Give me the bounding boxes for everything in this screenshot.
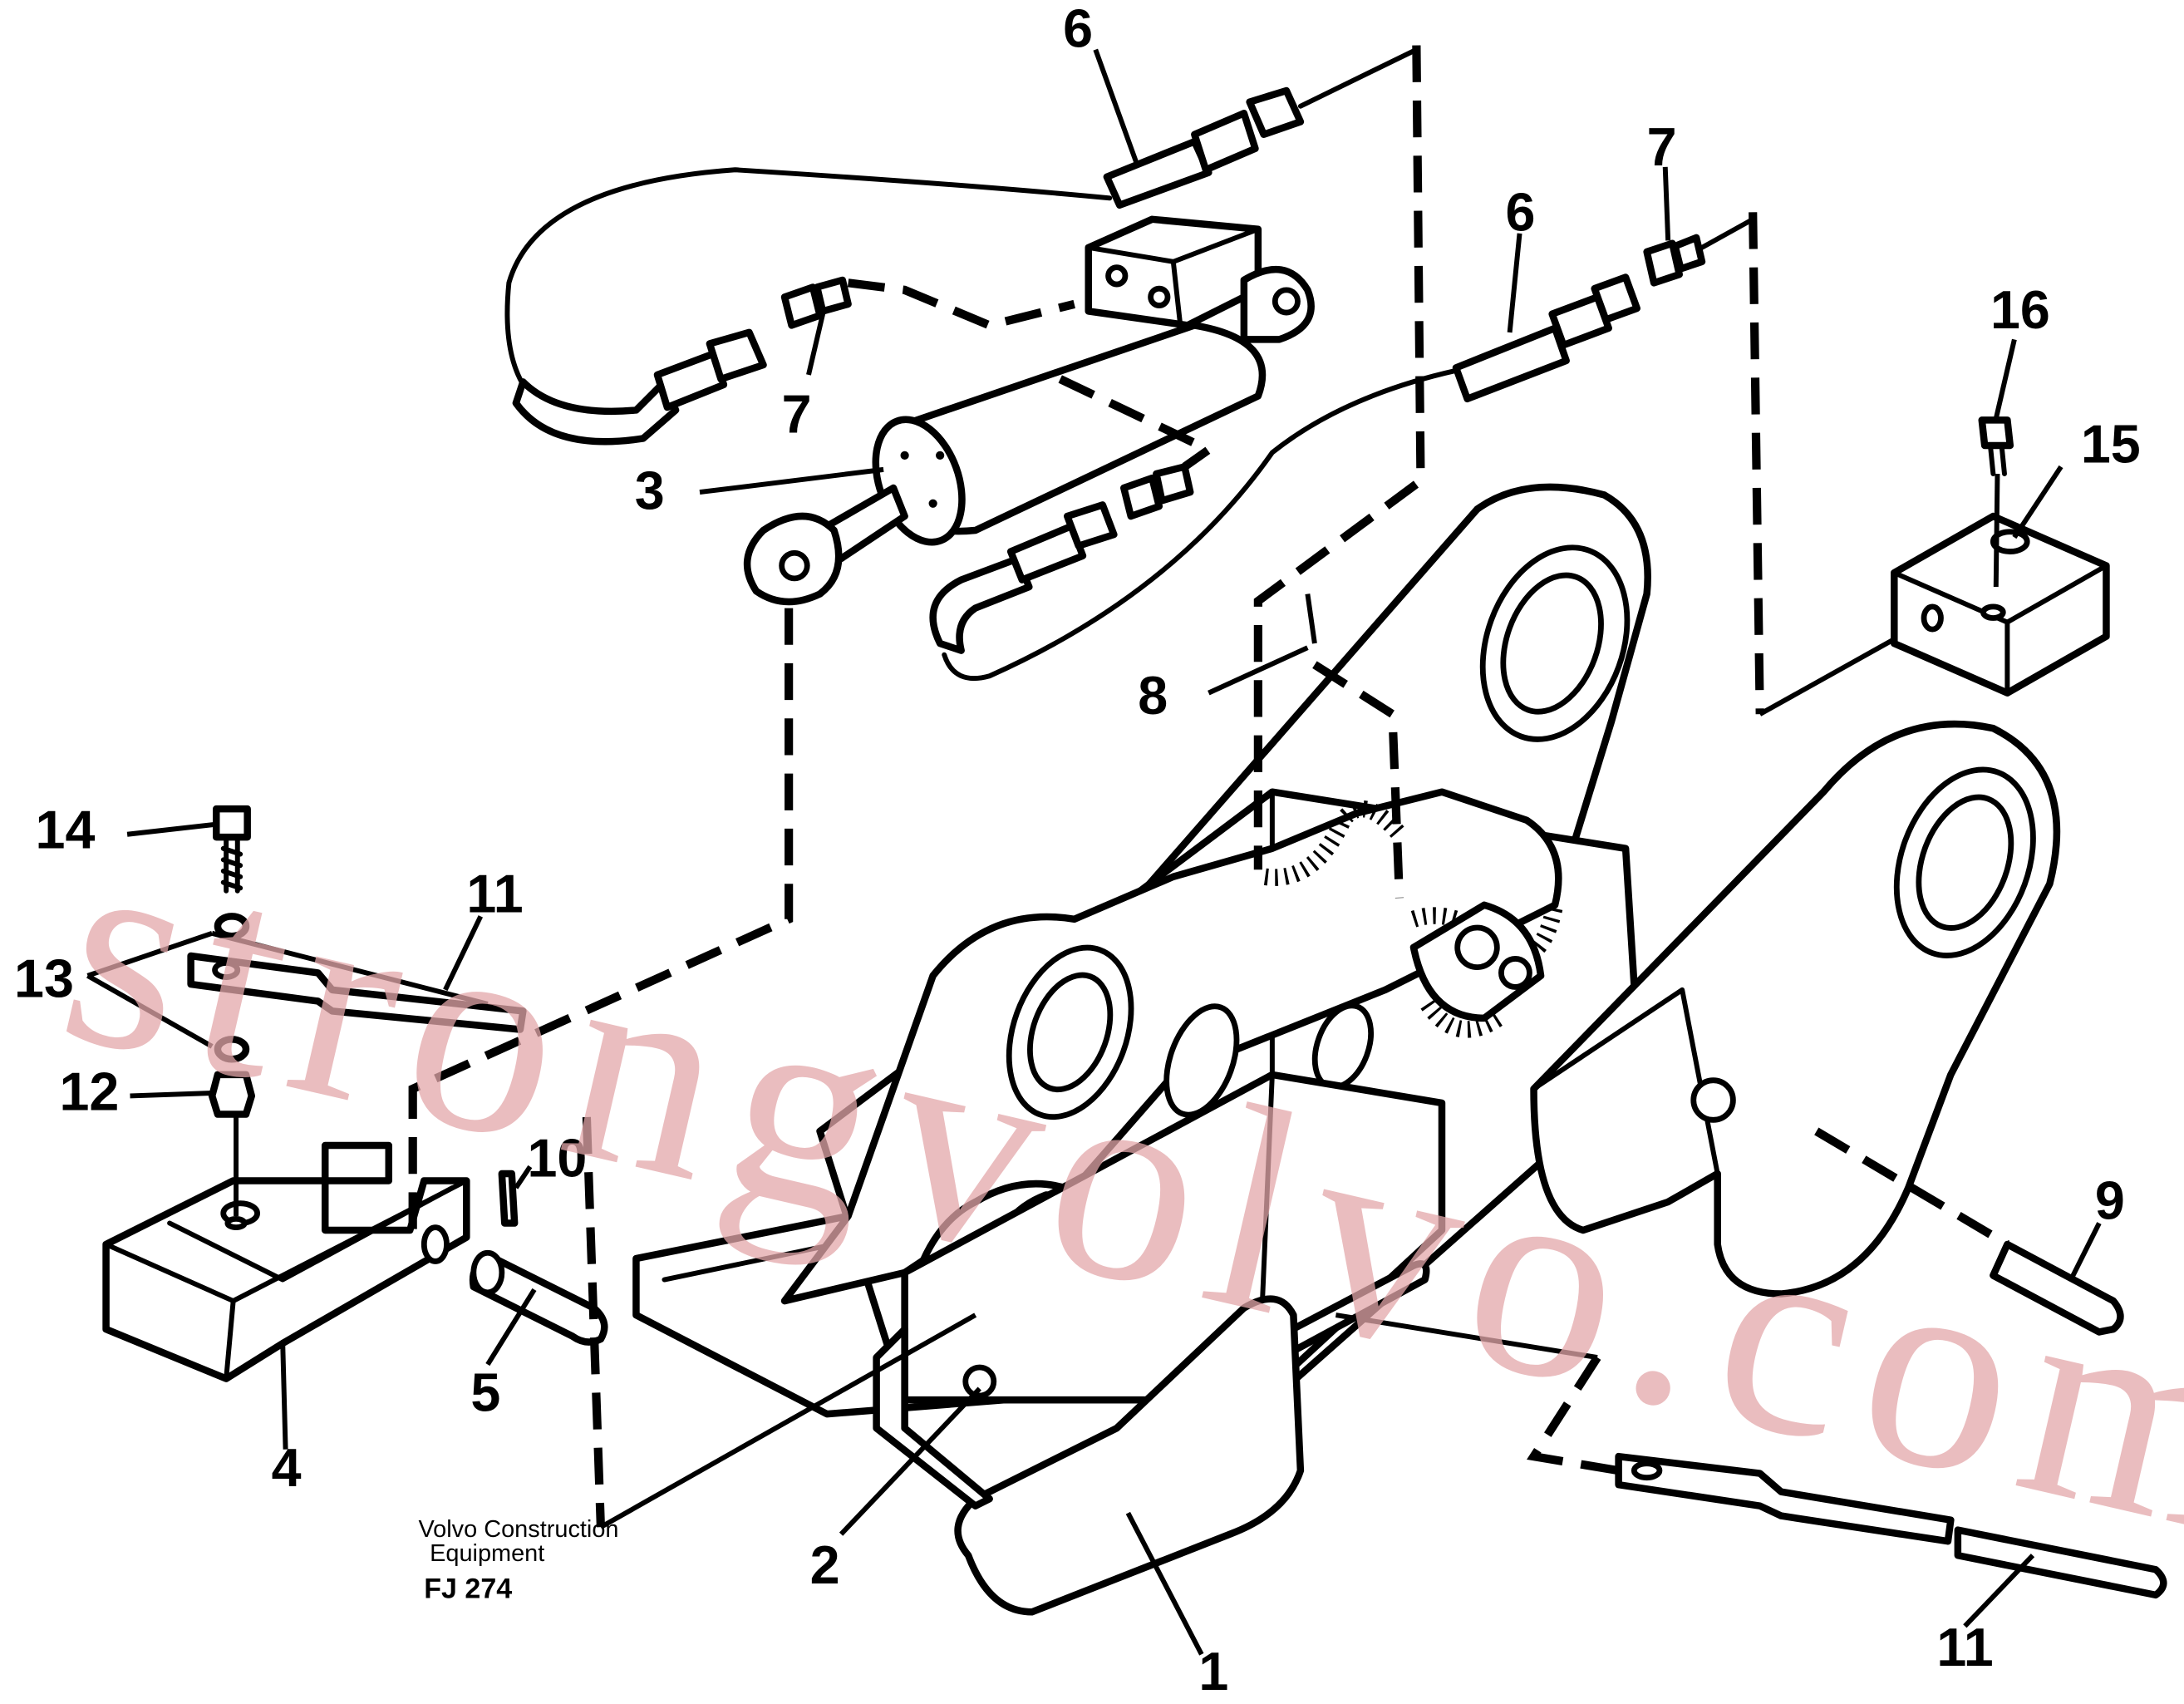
quick-coupler-frame xyxy=(632,483,2061,1616)
callout-4: 4 xyxy=(272,1437,302,1498)
drawing-code: FJ 274 xyxy=(424,1573,512,1604)
connector-block xyxy=(1891,512,2110,697)
leader-lines xyxy=(86,48,2102,1656)
callout-11-bottom: 11 xyxy=(1936,1617,1993,1677)
pins xyxy=(469,1170,2124,1346)
drawing-caption: Volvo Construction Equipment FJ 274 xyxy=(418,1516,618,1604)
small-hardware xyxy=(208,416,2014,1231)
callout-7-right: 7 xyxy=(1647,116,1677,177)
callout-1: 1 xyxy=(1198,1641,1228,1702)
callout-13: 13 xyxy=(14,948,74,1008)
lock-block xyxy=(102,1141,470,1382)
callout-5: 5 xyxy=(470,1362,500,1423)
caption-company: Volvo Construction xyxy=(418,1516,618,1543)
hydraulic-hoses xyxy=(504,47,1640,682)
callout-10: 10 xyxy=(527,1127,587,1188)
callout-7-left: 7 xyxy=(782,384,812,445)
hydraulic-cylinder xyxy=(743,215,1315,606)
callout-11-left: 11 xyxy=(466,863,523,923)
callout-8: 8 xyxy=(1138,665,1168,726)
callout-6-right: 6 xyxy=(1506,181,1536,242)
callout-6-top: 6 xyxy=(1063,0,1093,58)
callout-15: 15 xyxy=(2081,413,2141,474)
callout-2: 2 xyxy=(810,1534,840,1595)
callout-3: 3 xyxy=(635,460,665,521)
assembly-lines xyxy=(408,45,2009,1528)
callout-12: 12 xyxy=(59,1061,119,1121)
callout-14: 14 xyxy=(36,800,96,860)
fittings xyxy=(780,216,1756,520)
callout-16: 16 xyxy=(1990,279,2050,340)
callout-labels: 1 2 3 4 5 6 6 7 7 8 9 10 11 11 12 13 14 … xyxy=(14,0,2141,1702)
locking-links xyxy=(187,952,2167,1599)
callout-9: 9 xyxy=(2095,1170,2125,1230)
caption-equipment: Equipment xyxy=(430,1540,544,1567)
